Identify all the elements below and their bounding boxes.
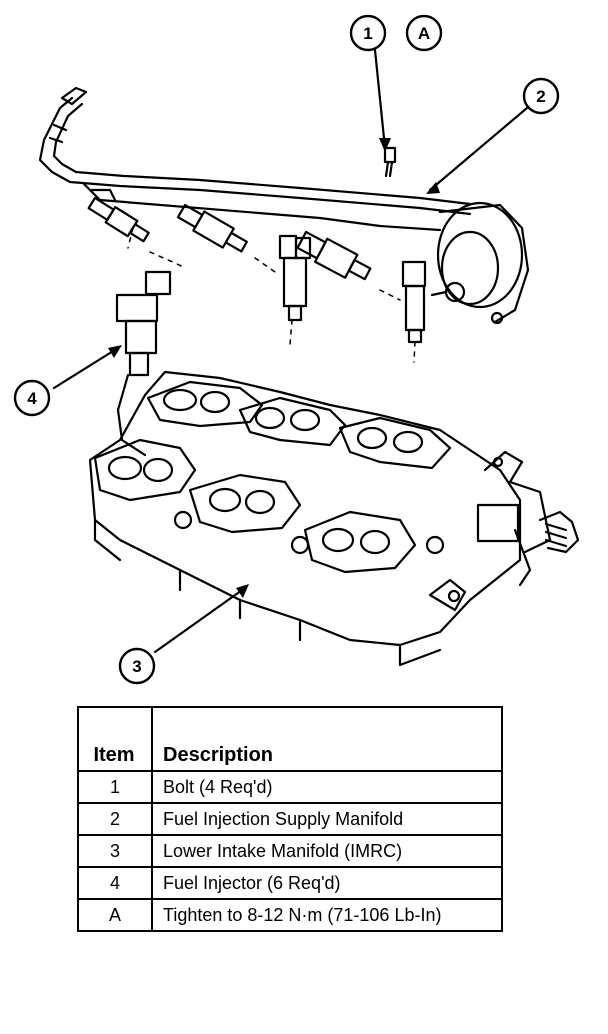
leader-lines: [52, 48, 529, 654]
item-cell: A: [77, 898, 153, 932]
table-row: 2 Fuel Injection Supply Manifold: [77, 802, 503, 836]
table-header-row: Item Description: [77, 706, 503, 772]
description-cell: Fuel Injection Supply Manifold: [151, 802, 503, 836]
description-cell: Lower Intake Manifold (IMRC): [151, 834, 503, 868]
table-row: 1 Bolt (4 Req'd): [77, 770, 503, 804]
callout-1-label: 1: [363, 24, 372, 43]
fuel-injector: [115, 270, 172, 457]
item-cell: 1: [77, 770, 153, 804]
description-cell: Tighten to 8-12 N·m (71-106 Lb-In): [151, 898, 503, 932]
callout-1: 1: [349, 14, 387, 52]
table-row: 3 Lower Intake Manifold (IMRC): [77, 834, 503, 868]
fuel-supply-manifold: [38, 86, 530, 325]
rail-injectors: [87, 196, 427, 344]
description-cell: Fuel Injector (6 Req'd): [151, 866, 503, 900]
item-cell: 4: [77, 866, 153, 900]
exploded-diagram: 1 A 2 4 3: [13, 14, 580, 685]
item-cell: 2: [77, 802, 153, 836]
arrowheads: [108, 138, 440, 598]
callout-2: 2: [522, 77, 560, 115]
callout-3-label: 3: [132, 657, 141, 676]
callout-3: 3: [118, 647, 156, 685]
column-header-item: Item: [77, 706, 153, 772]
callout-4: 4: [13, 379, 51, 417]
parts-table: Item Description 1 Bolt (4 Req'd) 2 Fuel…: [77, 706, 503, 932]
item-cell: 3: [77, 834, 153, 868]
callout-4-label: 4: [27, 389, 37, 408]
alignment-lines: [127, 227, 416, 363]
callout-2-label: 2: [536, 87, 545, 106]
column-header-description: Description: [151, 706, 503, 772]
table-row: A Tighten to 8-12 N·m (71-106 Lb-In): [77, 898, 503, 932]
table-row: 4 Fuel Injector (6 Req'd): [77, 866, 503, 900]
callout-a: A: [405, 14, 443, 52]
bolt: [383, 146, 397, 178]
callout-a-label: A: [418, 24, 430, 43]
description-cell: Bolt (4 Req'd): [151, 770, 503, 804]
lower-intake-manifold: [88, 370, 580, 667]
